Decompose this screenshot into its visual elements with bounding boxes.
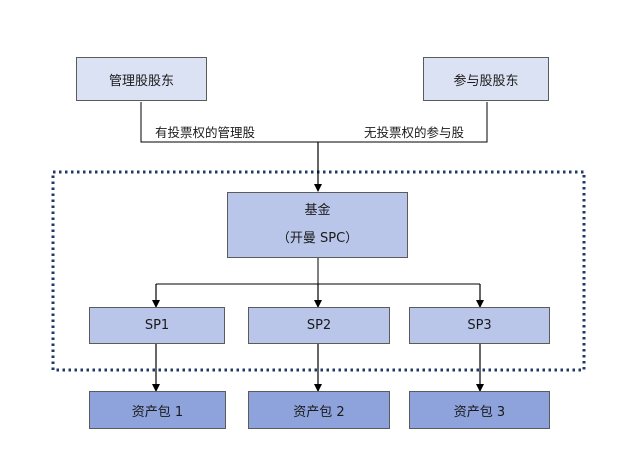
sp2-box: SP2: [248, 307, 390, 344]
fund-box: 基金 （开曼 SPC）: [227, 192, 408, 258]
sp1-box: SP1: [89, 307, 225, 344]
asset-pool-2-label: 资产包 2: [293, 404, 345, 420]
asset-pool-3-box: 资产包 3: [409, 391, 550, 429]
management-connector: [140, 102, 318, 143]
participating-shareholder-label: 参与股股东: [453, 73, 519, 89]
fund-subtitle: （开曼 SPC）: [276, 231, 359, 246]
management-shareholder-box: 管理股股东: [76, 57, 207, 101]
sp3-box: SP3: [409, 307, 550, 344]
asset-pool-1-box: 资产包 1: [89, 391, 226, 429]
sp1-label: SP1: [144, 318, 170, 333]
management-share-label: 有投票权的管理股: [155, 125, 256, 140]
participating-shareholder-box: 参与股股东: [423, 57, 549, 101]
asset-pool-3-label: 资产包 3: [453, 404, 506, 420]
participating-connector: [318, 102, 488, 143]
sp2-label: SP2: [306, 318, 332, 333]
participating-share-label: 无投票权的参与股: [364, 125, 465, 140]
management-shareholder-label: 管理股股东: [108, 73, 174, 89]
asset-pool-1-label: 资产包 1: [131, 404, 184, 420]
sp3-label: SP3: [467, 318, 492, 333]
asset-pool-2-box: 资产包 2: [248, 391, 390, 429]
fund-title: 基金: [304, 203, 331, 218]
